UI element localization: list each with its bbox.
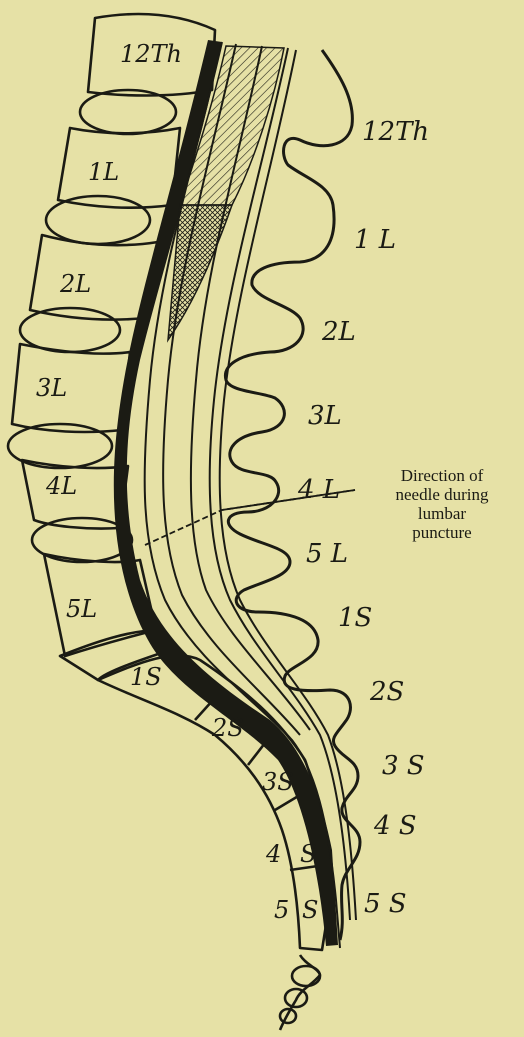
disc-l2-l3 xyxy=(20,308,120,352)
label-vertebra-s5-s: S xyxy=(302,896,318,924)
label-vertebra-l4: 4L xyxy=(45,472,77,500)
label-spinous-s2: 2S xyxy=(369,677,404,707)
label-vertebra-s5: 5 xyxy=(274,896,289,924)
label-spinous-s3: 3 S xyxy=(382,751,425,781)
disc-l1-l2 xyxy=(46,196,150,244)
label-spinous-s5: 5 S xyxy=(364,889,407,919)
label-spinous-l5: 5 L xyxy=(306,539,348,569)
label-spinous-l4: 4 L xyxy=(297,475,340,505)
label-spinous-t12: 12Th xyxy=(362,117,429,147)
sacral-line-3 xyxy=(275,795,300,810)
label-spinous-s1: 1S xyxy=(338,603,372,633)
note-line-2: needle during xyxy=(360,485,524,504)
label-spinous-l1: 1 L xyxy=(354,225,396,255)
label-vertebra-t12: 12Th xyxy=(120,40,182,68)
label-vertebra-l3: 3L xyxy=(36,374,67,402)
disc-t12-l1 xyxy=(80,90,176,134)
coccyx-seg-1 xyxy=(292,966,320,986)
label-vertebra-l2: 2L xyxy=(59,270,91,298)
note-line-3: lumbar xyxy=(360,504,524,523)
note-line-4: puncture xyxy=(360,523,524,542)
needle-direction-note: Direction of needle during lumbar punctu… xyxy=(360,466,524,542)
vertebra-l3 xyxy=(12,344,130,432)
conus-crosshatched xyxy=(168,205,232,340)
label-vertebra-s3: 3S xyxy=(262,768,294,796)
label-vertebra-s2: 2S xyxy=(211,714,244,742)
label-vertebra-s4-s: S xyxy=(300,840,316,868)
note-line-1: Direction of xyxy=(360,466,524,485)
label-vertebra-s1: 1S xyxy=(130,663,162,691)
label-spinous-l3: 3L xyxy=(308,401,342,431)
vertebra-l2 xyxy=(30,235,158,320)
label-vertebra-l1: 1L xyxy=(88,158,119,186)
label-vertebra-l5: 5L xyxy=(66,595,97,623)
label-spinous-l2: 2L xyxy=(321,317,356,347)
label-spinous-s4: 4 S xyxy=(373,811,417,841)
label-vertebra-s4: 4 xyxy=(265,840,281,868)
